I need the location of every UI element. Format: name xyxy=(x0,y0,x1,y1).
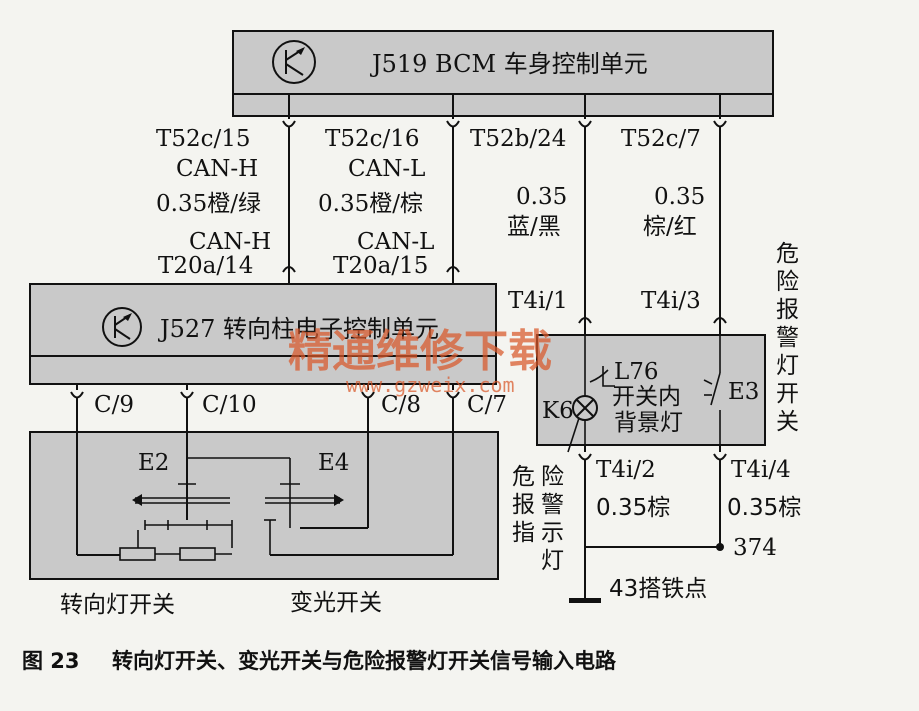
svg-text:警: 警 xyxy=(541,492,564,518)
svg-text:险: 险 xyxy=(776,269,799,295)
label-w4-spec2: 棕/红 xyxy=(643,214,697,240)
svg-text:危: 危 xyxy=(776,241,799,267)
wire-c9 xyxy=(70,384,120,556)
bcm-title: J519 BCM 车身控制单元 xyxy=(369,50,648,78)
k6-lamp-icon xyxy=(567,335,598,453)
watermark-cn: 精通维修下载 xyxy=(288,326,552,377)
label-t4i3: T4i/3 xyxy=(641,288,701,314)
label-l76: L76 xyxy=(614,359,659,385)
label-can-l-2: CAN-L xyxy=(357,229,434,255)
j527-title: J527 转向柱电子控制单元 xyxy=(157,315,439,343)
e3-switch-icon xyxy=(703,335,721,445)
svg-text:示: 示 xyxy=(541,520,564,546)
label-t52b24: T52b/24 xyxy=(470,126,566,152)
svg-text:关: 关 xyxy=(776,409,799,435)
svg-text:开: 开 xyxy=(776,381,799,407)
label-e3: E3 xyxy=(728,379,759,405)
label-w6-spec: 0.35棕 xyxy=(727,495,801,521)
label-w3-spec1: 0.35 xyxy=(516,184,567,210)
label-can-h-2: CAN-H xyxy=(189,229,271,255)
label-t52c7: T52c/7 xyxy=(621,126,701,152)
label-inner2: 背景灯 xyxy=(614,410,683,436)
label-c9: C/9 xyxy=(94,392,134,418)
caption-number: 图 23 xyxy=(22,649,80,673)
label-e4: E4 xyxy=(318,450,349,476)
svg-text:灯: 灯 xyxy=(541,548,564,574)
ground-symbol xyxy=(569,598,601,603)
label-t52c16: T52c/16 xyxy=(325,126,420,152)
svg-text:险: 险 xyxy=(541,464,564,490)
svg-text:危: 危 xyxy=(512,464,535,490)
label-can-l: CAN-L xyxy=(348,156,425,182)
label-374: 374 xyxy=(733,535,777,561)
wire-t4i4 xyxy=(713,445,727,547)
label-ground: 43搭铁点 xyxy=(609,576,707,602)
transistor-icon xyxy=(272,40,316,84)
e4-switch-icon xyxy=(264,458,344,555)
wire-t52b24 xyxy=(578,94,592,335)
label-inner1: 开关内 xyxy=(612,384,681,410)
label-can-h: CAN-H xyxy=(176,156,258,182)
caption-text: 转向灯开关、变光开关与危险报警灯开关信号输入电路 xyxy=(112,649,617,673)
label-beam-switch: 变光开关 xyxy=(290,590,382,616)
svg-text:指: 指 xyxy=(512,520,535,546)
label-c10: C/10 xyxy=(202,392,257,418)
hazard-lamp-label: 危 险 报 警 指 示 灯 xyxy=(512,464,564,574)
transistor-icon xyxy=(102,307,142,347)
label-t4i2: T4i/2 xyxy=(596,457,656,483)
label-c8: C/8 xyxy=(381,392,421,418)
label-t20a15: T20a/15 xyxy=(333,253,428,279)
label-w5-spec: 0.35棕 xyxy=(596,495,670,521)
l76-lamp-icon xyxy=(589,366,615,387)
label-canh-spec: 0.35橙/绿 xyxy=(156,191,261,217)
label-t20a14: T20a/14 xyxy=(158,253,253,279)
label-c7: C/7 xyxy=(467,392,507,418)
label-e2: E2 xyxy=(138,450,169,476)
svg-text:警: 警 xyxy=(776,325,799,351)
label-t4i1: T4i/1 xyxy=(508,288,568,314)
j527-module xyxy=(29,283,497,385)
e2-switch-icon xyxy=(119,457,290,561)
bcm-module xyxy=(232,30,774,117)
label-w3-spec2: 蓝/黑 xyxy=(507,214,561,240)
svg-text:报: 报 xyxy=(512,492,535,518)
label-canl-spec: 0.35橙/棕 xyxy=(318,191,423,217)
wire-can-h xyxy=(282,94,296,284)
hazard-switch-label: 危 险 报 警 灯 开 关 xyxy=(776,241,799,435)
hazard-switch-module xyxy=(536,334,766,446)
wire-c8 xyxy=(300,384,375,529)
wire-c7 xyxy=(270,384,460,556)
label-t52c15: T52c/15 xyxy=(156,126,251,152)
wire-can-l xyxy=(446,94,460,284)
label-turn-switch: 转向灯开关 xyxy=(60,592,175,618)
watermark-url: www.gzweix.com xyxy=(346,373,515,397)
junction-dot xyxy=(716,543,724,551)
label-w4-spec1: 0.35 xyxy=(654,184,705,210)
svg-text:报: 报 xyxy=(776,297,799,323)
wire-t52c7 xyxy=(713,94,727,335)
label-t4i4: T4i/4 xyxy=(731,457,791,483)
switch-box xyxy=(29,431,499,580)
wire-t4i2 xyxy=(578,445,592,600)
svg-text:灯: 灯 xyxy=(776,353,799,379)
label-k6: K6 xyxy=(542,398,574,424)
